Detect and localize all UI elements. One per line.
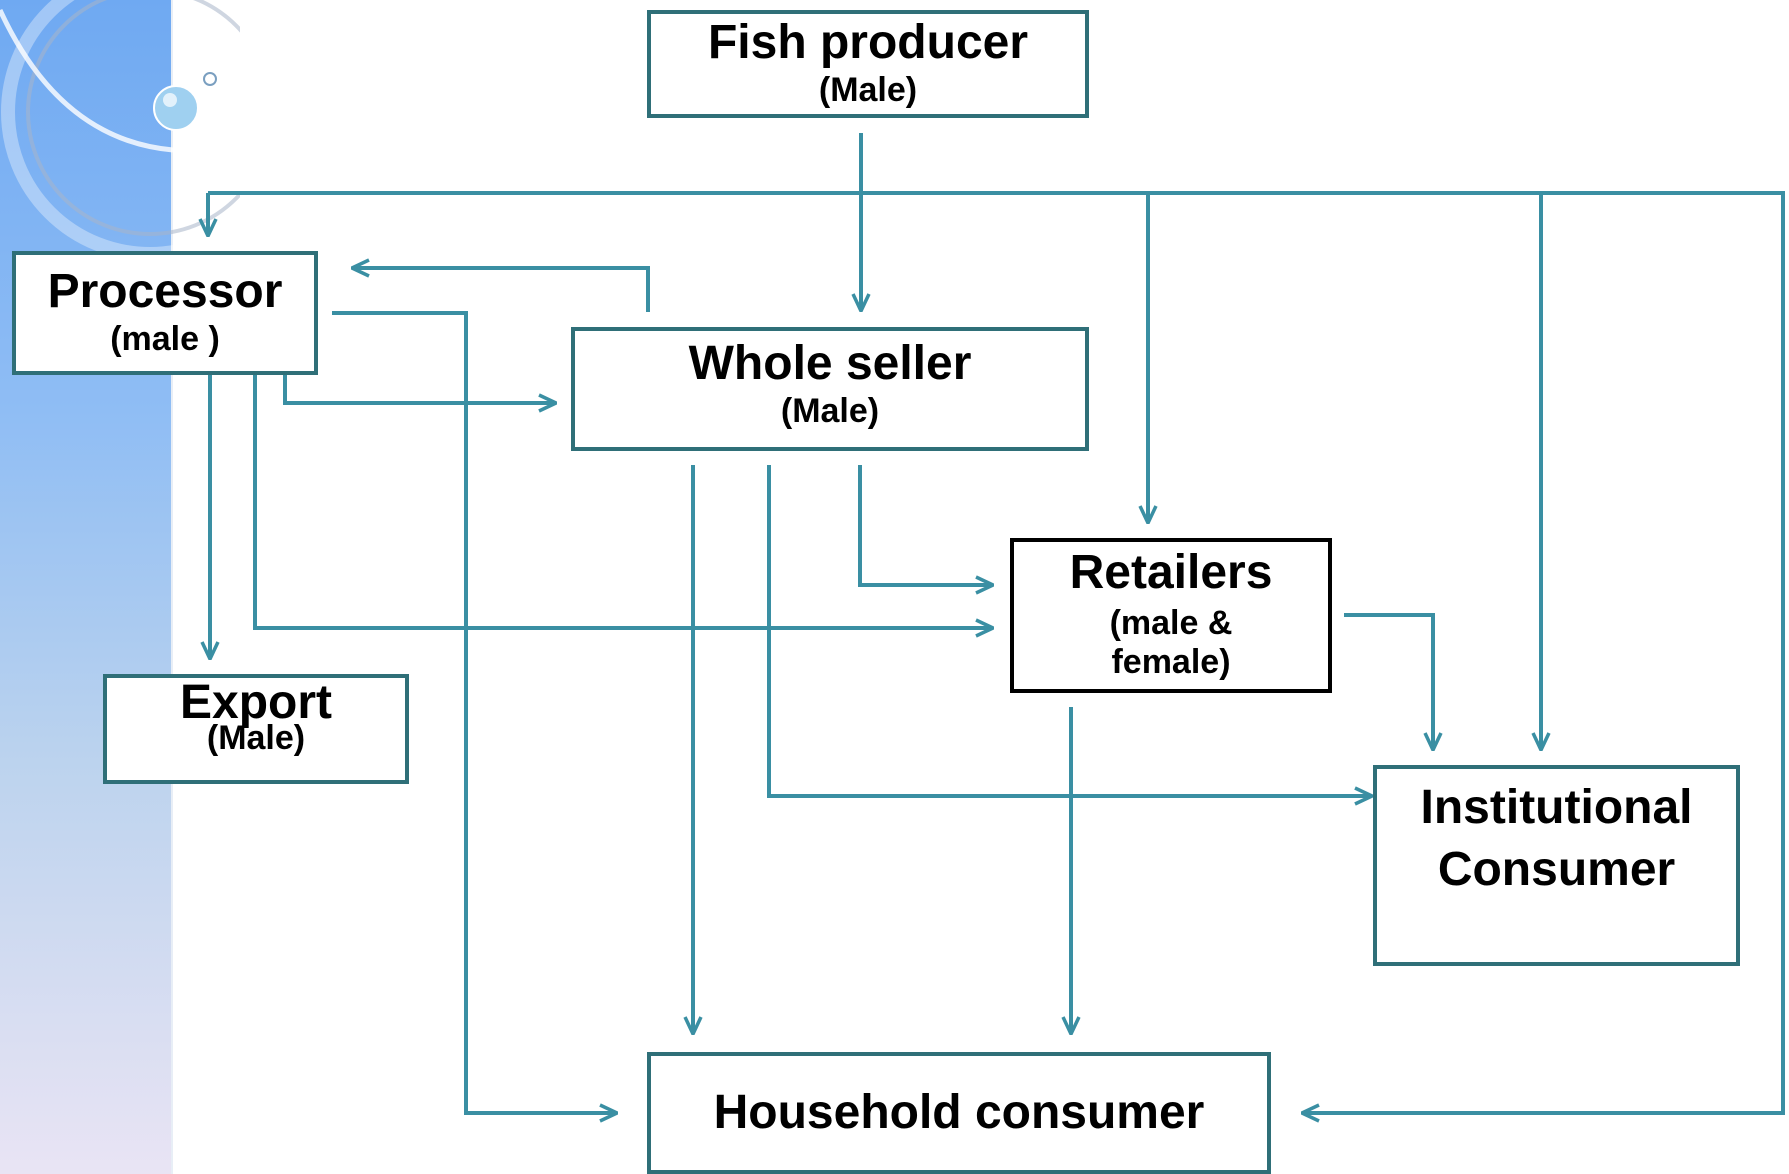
node-whole-seller-label: Whole seller <box>688 337 972 390</box>
node-retailers-role-line1: (male & <box>1109 604 1233 642</box>
node-retailers: Retailers (male & female) <box>1010 538 1332 693</box>
arrow-whole-seller-to-retailers <box>858 465 993 585</box>
arrow-processor-to-household <box>332 311 617 1113</box>
arrow-producer-to-household <box>208 191 1785 1113</box>
decorative-arc <box>0 8 174 153</box>
node-retailers-label: Retailers <box>1069 546 1273 599</box>
node-export: Export (Male) <box>103 674 409 784</box>
node-fish-producer-role: (Male) <box>818 71 918 109</box>
arrow-processor-to-whole-seller <box>283 360 556 403</box>
arrow-retailers-to-institutional <box>1344 613 1433 750</box>
node-institutional-label-line1: Institutional <box>1420 781 1693 834</box>
node-institutional-label-line2: Consumer <box>1437 843 1676 896</box>
arrow-whole-seller-to-processor <box>352 268 650 312</box>
decorative-bubble-highlight <box>163 93 177 107</box>
node-fish-producer: Fish producer (Male) <box>647 10 1089 118</box>
node-institutional-consumer: Institutional Consumer <box>1373 765 1740 966</box>
node-whole-seller-role: (Male) <box>780 392 880 430</box>
decorative-small-bubble <box>203 72 217 86</box>
node-household-consumer: Household consumer <box>647 1052 1271 1174</box>
node-processor: Processor (male ) <box>12 251 318 375</box>
decorative-side-band <box>0 0 173 1174</box>
arrow-whole-seller-to-institutional <box>767 465 1372 796</box>
node-retailers-role-line2: female) <box>1111 643 1231 681</box>
arrow-processor-to-retailers <box>253 360 993 628</box>
node-processor-label: Processor <box>47 265 283 318</box>
node-processor-role: (male ) <box>110 320 220 358</box>
decorative-inner-ring <box>26 0 240 236</box>
node-export-label: Export <box>179 676 332 729</box>
node-export-role: (Male) <box>206 719 306 757</box>
node-whole-seller: Whole seller (Male) <box>571 327 1089 451</box>
node-fish-producer-label: Fish producer <box>707 16 1029 69</box>
node-household-label: Household consumer <box>713 1086 1205 1139</box>
